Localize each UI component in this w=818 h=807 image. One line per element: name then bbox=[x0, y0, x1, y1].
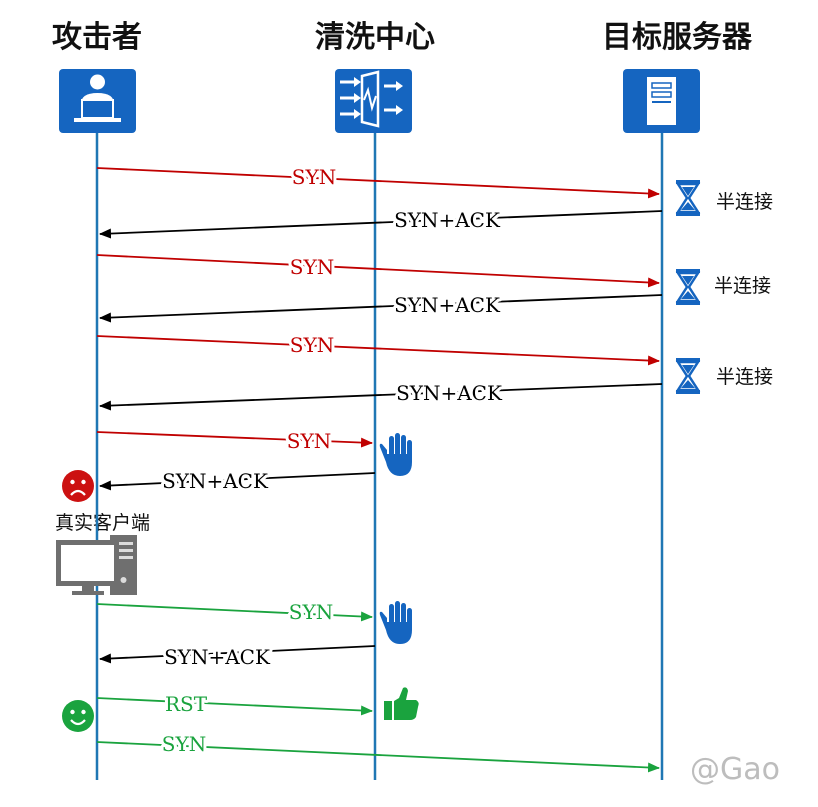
message-arrow-8 bbox=[99, 472, 376, 491]
real-client-label: 真实客户端 bbox=[55, 512, 151, 534]
hourglass-icon bbox=[675, 358, 701, 394]
message-arrow-7 bbox=[96, 431, 373, 448]
attacker-title: 攻击者 bbox=[52, 20, 142, 55]
message-arrow-9 bbox=[96, 603, 373, 622]
scrubbing-center-title: 清洗中心 bbox=[315, 20, 435, 55]
half-connection-note-3: 半连接 bbox=[716, 366, 774, 388]
server-tower-icon bbox=[623, 69, 700, 133]
message-arrow-11 bbox=[96, 697, 373, 716]
message-label-2: SYN+ACK bbox=[394, 208, 501, 232]
watermark: @Gao bbox=[690, 752, 780, 787]
desktop-computer-icon bbox=[56, 535, 137, 595]
message-label-1: SYN bbox=[292, 165, 336, 189]
message-label-9: SYN bbox=[289, 600, 333, 624]
stop-hand-icon bbox=[379, 433, 412, 476]
message-label-7: SYN bbox=[287, 429, 331, 453]
message-label-4: SYN+ACK bbox=[394, 293, 501, 317]
message-arrow-6 bbox=[99, 383, 663, 411]
message-label-5: SYN bbox=[290, 333, 334, 357]
message-label-6: SYN+ACK bbox=[396, 381, 503, 405]
message-label-8: SYN+ACK bbox=[162, 469, 269, 493]
message-arrow-2 bbox=[99, 210, 663, 239]
message-arrow-12 bbox=[96, 741, 660, 773]
smiley-face-icon bbox=[62, 700, 94, 732]
message-arrow-3 bbox=[96, 254, 660, 288]
hourglass-icon bbox=[675, 180, 701, 216]
message-arrow-5 bbox=[96, 335, 660, 366]
stop-hand-icon bbox=[379, 601, 412, 644]
message-label-12: SYN bbox=[162, 732, 206, 756]
message-label-3: SYN bbox=[290, 255, 334, 279]
target-server-title: 目标服务器 bbox=[602, 20, 752, 55]
message-label-10: SYN+ACK bbox=[164, 645, 271, 669]
half-connection-note-2: 半连接 bbox=[714, 275, 772, 297]
thumbs-up-icon bbox=[384, 687, 419, 720]
message-label-11: RST bbox=[165, 692, 208, 716]
message-arrow-10 bbox=[99, 645, 376, 664]
message-arrow-1 bbox=[96, 167, 660, 199]
hourglass-icon bbox=[675, 269, 701, 305]
attacker-at-computer-icon bbox=[59, 69, 136, 133]
message-arrow-4 bbox=[99, 294, 663, 323]
half-connection-note-1: 半连接 bbox=[716, 191, 774, 213]
sad-face-icon bbox=[62, 470, 94, 502]
scrubbing-filter-icon bbox=[335, 69, 412, 133]
